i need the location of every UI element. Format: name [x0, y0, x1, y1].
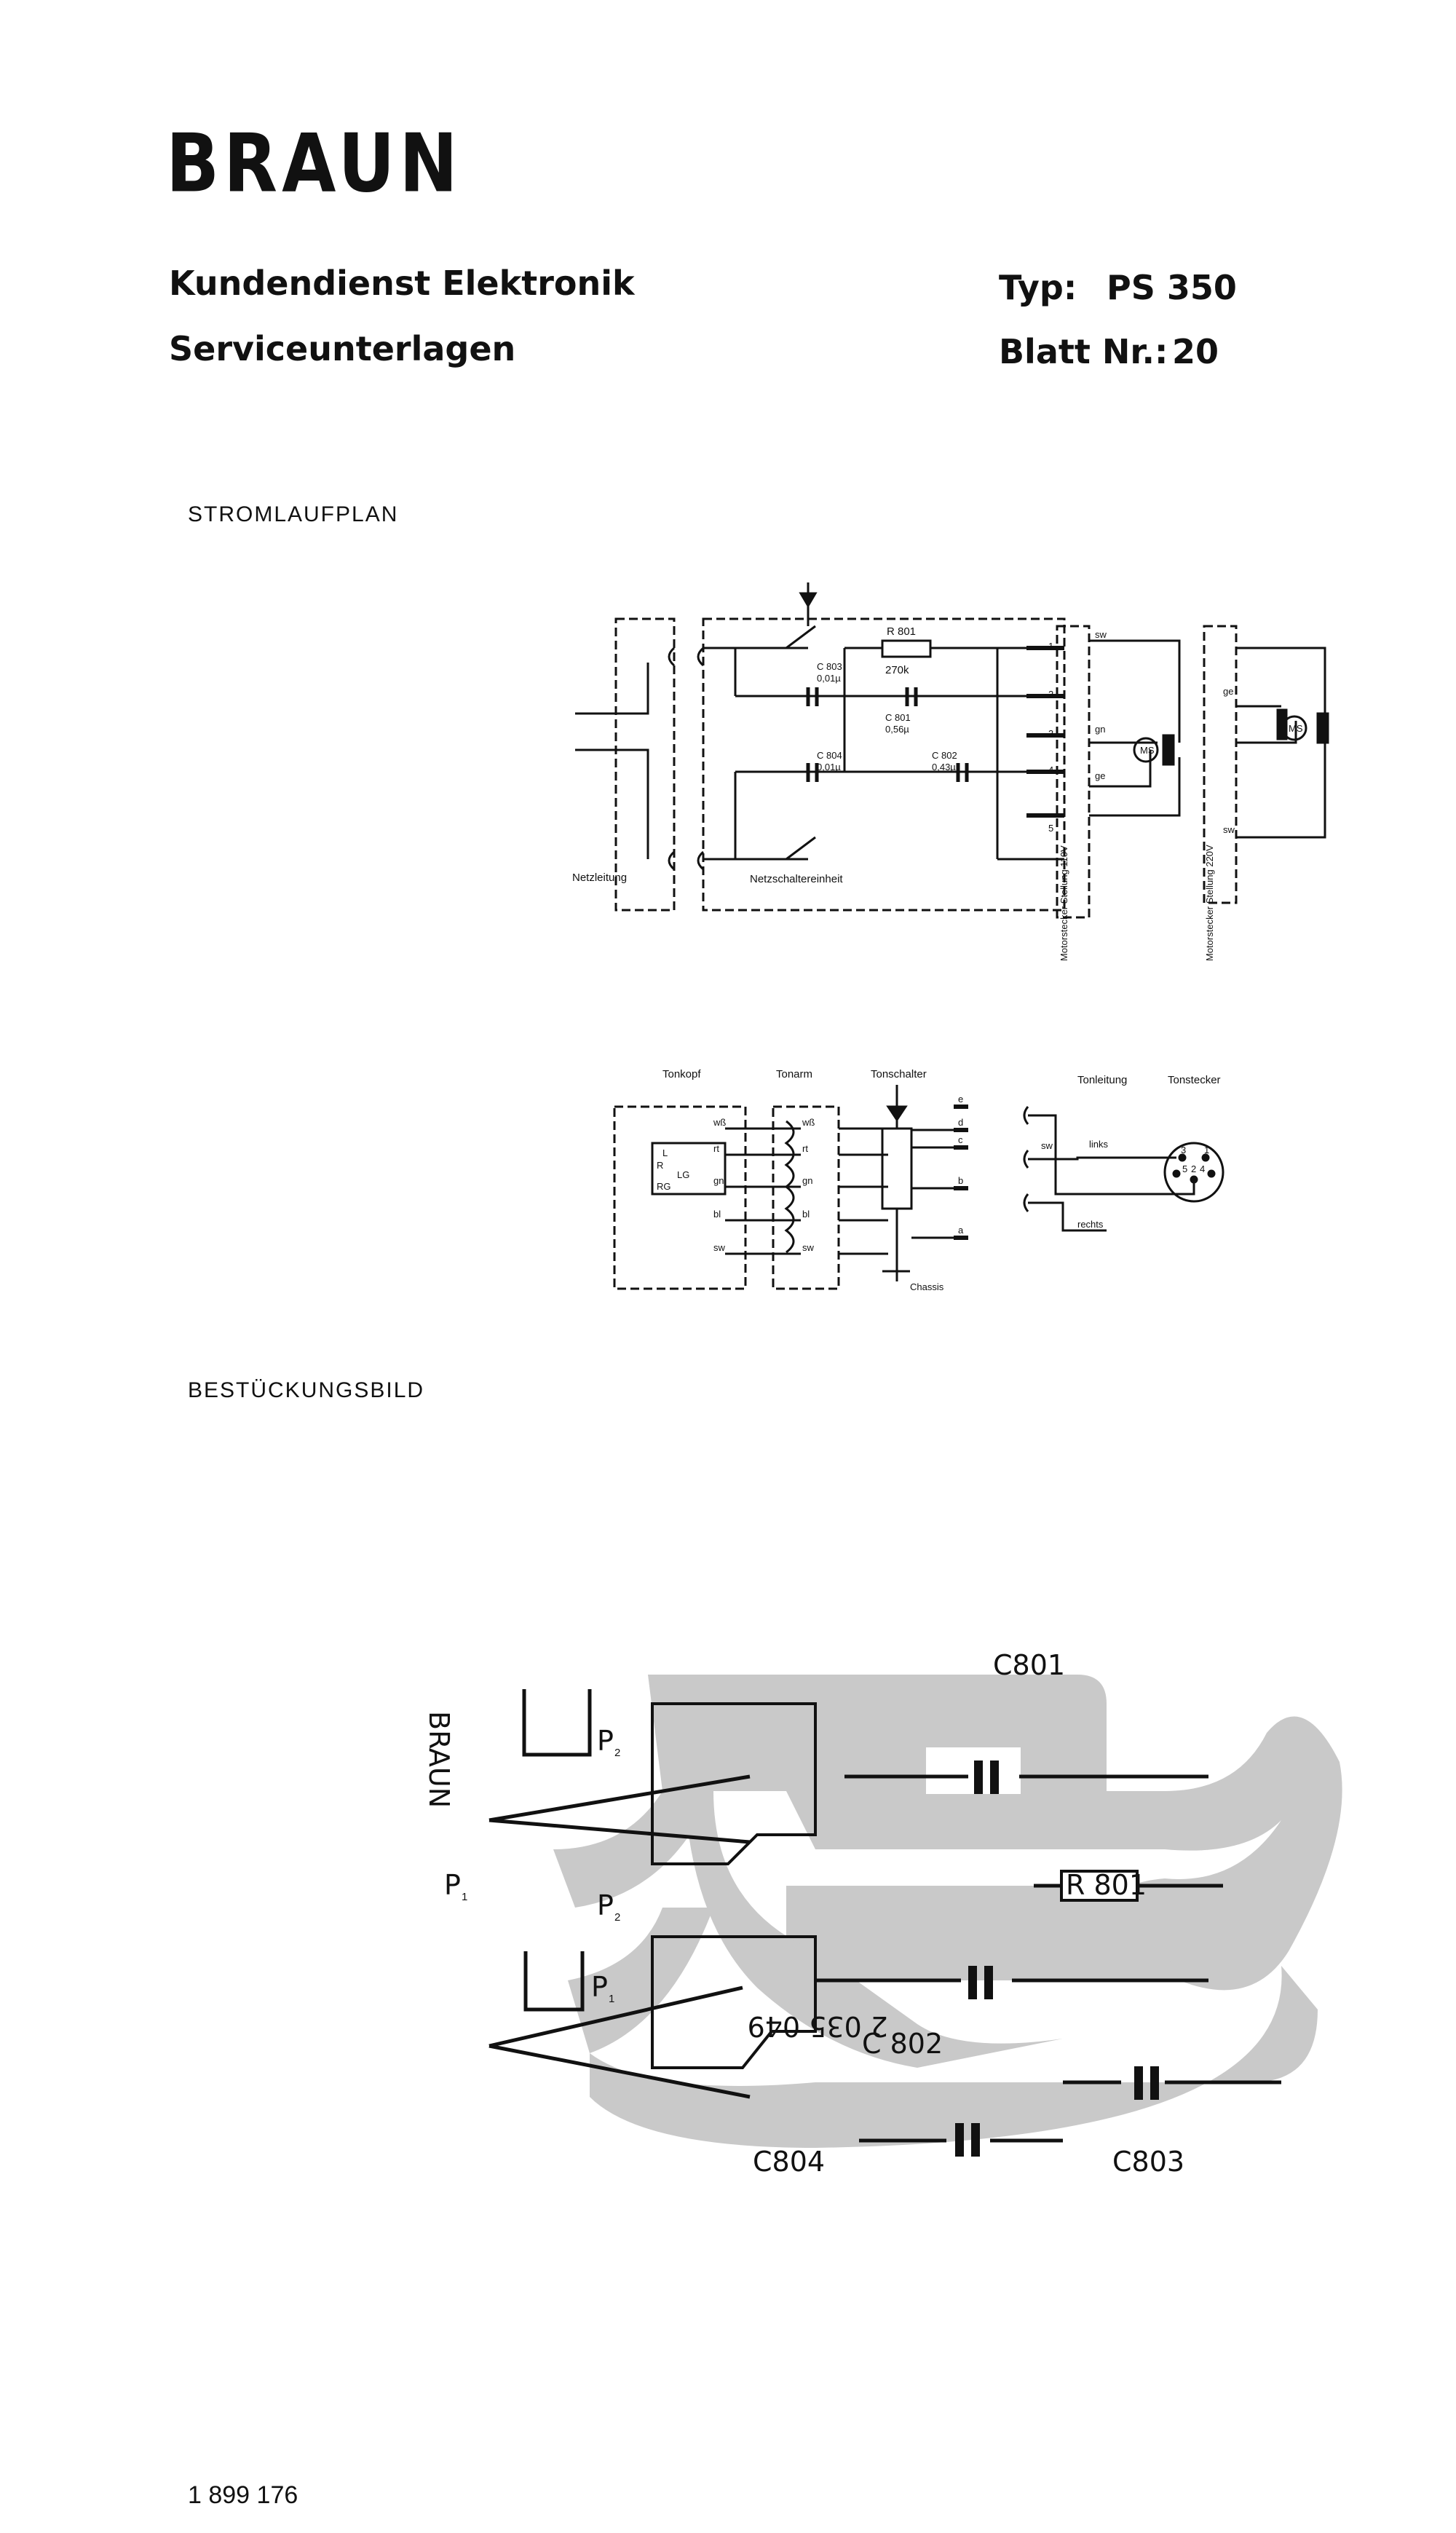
r801-value: 270k — [885, 664, 909, 676]
pcb-p1-a: P — [444, 1869, 461, 1901]
doc-subtitle: Serviceunterlagen — [169, 329, 516, 368]
doc-number: 1 899 176 — [188, 2481, 298, 2509]
pin-3: 3 — [1048, 728, 1053, 739]
wire-sw-arm: sw — [802, 1242, 815, 1253]
wire-gn: gn — [1095, 724, 1105, 735]
wire-sw-head: sw — [713, 1242, 726, 1253]
pcb-p1-b-sub: 1 — [609, 1993, 614, 2005]
pcb-c802: C 802 — [862, 2028, 943, 2060]
pin-2: 2 — [1048, 689, 1053, 700]
plug-pin-4: 4 — [1200, 1163, 1205, 1174]
head-l: L — [662, 1147, 668, 1158]
contact-c: c — [958, 1134, 963, 1145]
pin-4: 4 — [1048, 764, 1053, 775]
audio-schematic: Tonkopf Tonarm Tonschalter Tonleitung To… — [613, 1068, 1224, 1292]
pcb-board-code: 2 035 049 — [748, 2010, 888, 2042]
r801-label: R 801 — [887, 625, 916, 638]
wire-bl-head: bl — [713, 1209, 721, 1220]
c804-label: C 804 — [817, 750, 842, 761]
wire-ws-head: wß — [713, 1117, 726, 1128]
wire-rt-head: rt — [713, 1143, 719, 1154]
pcb-c804: C804 — [753, 2146, 825, 2178]
caption-motor-110: Motorstecker Stellung 110V — [1059, 845, 1069, 961]
wire-ge-220: ge — [1223, 686, 1233, 697]
c802-label: C 802 — [932, 750, 957, 761]
wire-bl-arm: bl — [802, 1209, 810, 1220]
caption-motor-220: Motorstecker Stellung 220V — [1204, 845, 1215, 961]
braun-logo: BRAUN — [166, 116, 462, 210]
wire-ws-arm: wß — [802, 1117, 815, 1128]
head-lg: LG — [677, 1169, 689, 1180]
label-tonstecker: Tonstecker — [1168, 1074, 1221, 1086]
caption-netzleitung: Netzleitung — [572, 872, 627, 884]
head-rg: RG — [657, 1181, 671, 1192]
section-bestueckungsbild: BESTÜCKUNGSBILD — [188, 1378, 425, 1402]
label-chassis: Chassis — [910, 1281, 944, 1292]
plug-pin-2: 2 — [1191, 1163, 1196, 1174]
motor-110-label: MS — [1140, 745, 1155, 756]
contact-a: a — [958, 1225, 964, 1236]
label-links: links — [1089, 1139, 1109, 1150]
pcb-p1-b: P — [591, 1971, 608, 2003]
pcb-p2-b: P — [597, 1889, 614, 1921]
c801-value: 0,56µ — [885, 724, 909, 735]
pcb-p1-a-sub: 1 — [462, 1891, 467, 1903]
pcb-p2-b-sub: 2 — [614, 1911, 620, 1924]
pcb-r801: R 801 — [1066, 1869, 1147, 1901]
wire-gn-arm: gn — [802, 1175, 812, 1186]
c804-value: 0,01µ — [817, 762, 841, 772]
c803-label: C 803 — [817, 661, 842, 672]
c802-value: 0,43µ — [932, 762, 956, 772]
wire-rt-arm: rt — [802, 1143, 808, 1154]
type-label: Typ: — [999, 268, 1077, 307]
c801-label: C 801 — [885, 712, 911, 723]
label-tonarm: Tonarm — [776, 1068, 812, 1080]
wire-sw-220: sw — [1223, 824, 1235, 835]
head-r: R — [657, 1160, 663, 1171]
pcb-p2-a: P — [597, 1725, 614, 1757]
pcb-assembly: C801 R 801 C 802 C803 C804 P 2 P 2 P 1 P… — [423, 1649, 1342, 2178]
wire-gn-head: gn — [713, 1175, 724, 1186]
label-tonkopf: Tonkopf — [662, 1068, 701, 1080]
motor-220-label: MS — [1289, 723, 1303, 734]
power-schematic: R 801 270k C 803 0,01µ C 801 0,56µ C 804… — [572, 582, 1329, 961]
contact-d: d — [958, 1117, 963, 1128]
c803-value: 0,01µ — [817, 673, 841, 684]
plug-pin-5: 5 — [1182, 1163, 1187, 1174]
plug-pin-3: 3 — [1181, 1145, 1186, 1155]
type-value: PS 350 — [1107, 268, 1237, 307]
label-rechts: rechts — [1077, 1219, 1104, 1230]
pcb-p2-a-sub: 2 — [614, 1747, 620, 1759]
section-stromlaufplan: STROMLAUFPLAN — [188, 502, 399, 526]
wire-sw: sw — [1095, 629, 1107, 640]
label-tonschalter: Tonschalter — [871, 1068, 927, 1080]
pcb-c801: C801 — [993, 1649, 1065, 1681]
dept-title: Kundendienst Elektronik — [169, 264, 635, 303]
pcb-c803: C803 — [1112, 2146, 1184, 2178]
sheet-label: Blatt Nr.: — [999, 332, 1168, 371]
pin-5: 5 — [1048, 823, 1053, 834]
contact-e: e — [958, 1094, 963, 1105]
label-tonleitung: Tonleitung — [1077, 1074, 1127, 1086]
wire-ge: ge — [1095, 770, 1105, 781]
sheet-value: 20 — [1172, 332, 1219, 371]
wire-sw-lead: sw — [1041, 1140, 1053, 1151]
pcb-brand-mark: BRAUN — [423, 1711, 455, 1808]
caption-netzschalter: Netzschaltereinheit — [750, 873, 843, 885]
pin-1: 1 — [1048, 641, 1053, 652]
contact-b: b — [958, 1175, 963, 1186]
plug-pin-1: 1 — [1204, 1145, 1209, 1155]
